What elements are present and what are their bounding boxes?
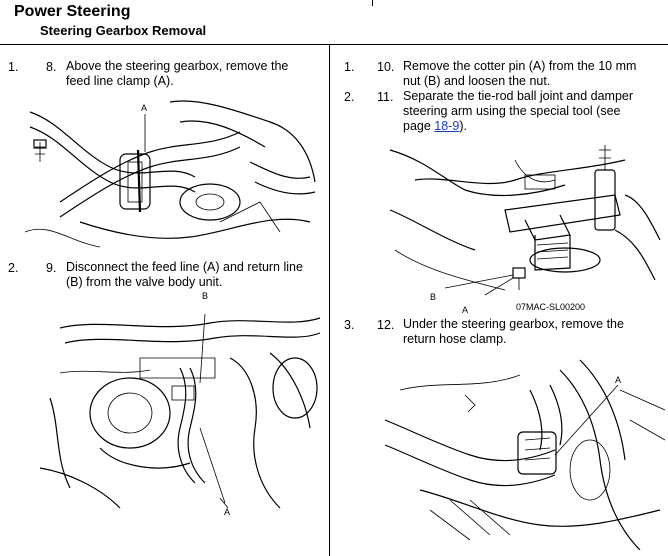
list-number: 2.	[344, 90, 355, 104]
step-text-line: page 18-9).	[403, 119, 467, 133]
step-9-text: Disconnect the feed line (A) and return …	[66, 260, 303, 290]
page-title: Power Steering	[14, 3, 131, 20]
page-number-box	[372, 0, 668, 6]
list-number: 1.	[8, 60, 19, 74]
step-text-line: feed line clamp (A).	[66, 74, 174, 88]
callout-b: B	[430, 292, 437, 302]
page-number: 17-30	[432, 0, 460, 2]
figure-feed-return-lines	[40, 313, 321, 509]
step-number: 8.	[46, 60, 57, 74]
step-text-line: Separate the tie-rod ball joint and damp…	[403, 89, 634, 103]
list-number: 2.	[8, 261, 19, 275]
page-link[interactable]: 18-9	[434, 119, 460, 133]
page-subtitle: Steering Gearbox Removal	[40, 23, 207, 38]
step-text-line: nut (B) and loosen the nut.	[403, 74, 551, 88]
step-10-text: Remove the cotter pin (A) from the 10 mm…	[403, 59, 636, 89]
callout-a: A	[224, 507, 231, 517]
step-text-line: Above the steering gearbox, remove the	[66, 59, 289, 73]
callout-a: A	[615, 375, 622, 385]
column-divider	[329, 45, 330, 556]
callout-a: A	[462, 305, 469, 315]
header-divider	[0, 44, 668, 45]
step-text-line: (B) from the valve body unit.	[66, 275, 223, 289]
step-11-text: Separate the tie-rod ball joint and damp…	[403, 89, 633, 134]
list-number: 3.	[344, 318, 355, 332]
figure-tie-rod-separation	[389, 145, 661, 296]
step-12-text: Under the steering gearbox, remove the r…	[403, 317, 624, 347]
step-text-line: Under the steering gearbox, remove the	[403, 317, 624, 331]
figure-return-hose-clamp	[384, 359, 665, 550]
step-number: 11.	[377, 90, 394, 104]
figure-feed-line-clamp	[24, 100, 316, 248]
step-number: 10.	[377, 60, 395, 74]
callout-a: A	[141, 103, 148, 113]
step-text-line: steering arm using the special tool (see	[403, 104, 621, 118]
callout-b: B	[202, 291, 209, 301]
step-text-line: return hose clamp.	[403, 332, 507, 346]
part-code: 07MAC-SL00200	[516, 302, 586, 312]
list-number: 1.	[344, 60, 355, 74]
step-8-text: Above the steering gearbox, remove the f…	[66, 59, 288, 89]
step-number: 9.	[46, 261, 57, 275]
step-text-line: Remove the cotter pin (A) from the 10 mm	[403, 59, 637, 73]
step-text-line: Disconnect the feed line (A) and return …	[66, 260, 303, 274]
step-number: 12.	[377, 318, 395, 332]
